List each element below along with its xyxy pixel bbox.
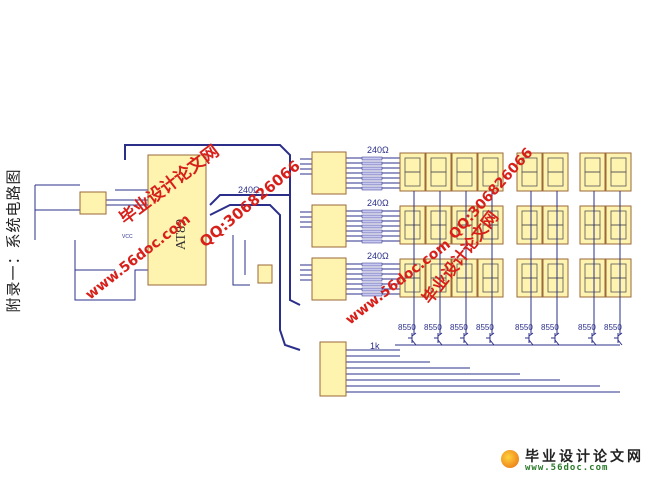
seven-segment-display [425,152,452,192]
mcu-chip [147,154,207,286]
seven-segment-display [542,258,569,298]
logo-text: 毕业设计论文网 [525,449,644,465]
seven-segment-display [399,152,426,192]
resistor-label: 240Ω [238,185,260,195]
resistor-label: 240Ω [367,198,389,208]
transistor-8550: 8550 [515,191,534,346]
base-resistor-label: 1k [370,341,380,351]
transistor-label: 8550 [398,323,416,332]
transistor-8550: 8550 [398,191,417,346]
transistor-label: 8550 [450,323,468,332]
resistor [361,171,383,176]
resistor [361,224,383,229]
seven-segment-display [399,205,426,245]
mcu-label: AT89 [174,219,189,250]
transistor-label: 8550 [424,323,442,332]
transistor-8550: 8550 [476,191,495,346]
resistor [361,219,383,224]
logo-url: www.56doc.com [525,463,609,473]
seven-segment-display [516,205,543,245]
transistor-8550: 8550 [450,191,469,346]
transistor-8550: 8550 [541,191,560,346]
resistor [361,292,383,297]
resistor [361,181,383,186]
resistor [361,234,383,239]
seven-segment-display [516,152,543,192]
logo-icon [501,450,519,468]
seven-segment-display [605,205,632,245]
resistor [361,272,383,277]
resistor [361,214,383,219]
resistor-label: 240Ω [367,145,389,155]
resistor [361,156,383,161]
seven-segment-display [477,152,504,192]
seven-segment-display [451,205,478,245]
seven-segment-display [516,258,543,298]
sensor-chip [257,264,273,284]
rtc-chip [79,191,107,215]
seven-segment-display [579,152,606,192]
transistor-8550: 8550 [424,191,443,346]
resistor [361,287,383,292]
seven-segment-display [579,258,606,298]
resistor [361,209,383,214]
transistor-8550: 8550 [604,191,623,346]
transistor-label: 8550 [578,323,596,332]
seven-segment-display [477,258,504,298]
resistor [361,282,383,287]
transistor-label: 8550 [604,323,622,332]
seven-segment-display [451,258,478,298]
seven-segment-display [542,152,569,192]
resistor [361,186,383,191]
seven-segment-display [605,152,632,192]
transistor-label: 8550 [476,323,494,332]
seven-segment-display [451,152,478,192]
site-logo: 毕业设计论文网 www.56doc.com [495,446,645,476]
transistor-8550: 8550 [578,191,597,346]
decoder-chip [311,257,347,301]
resistor [361,166,383,171]
seven-segment-display [425,258,452,298]
resistor [361,267,383,272]
seven-segment-display [542,205,569,245]
seven-segment-display [477,205,504,245]
resistor-label: 240Ω [367,251,389,261]
transistor-label: 8550 [515,323,533,332]
seven-segment-display [399,258,426,298]
resistor [361,229,383,234]
bit-decoder-chip [319,341,347,397]
resistor [361,161,383,166]
seven-segment-display [605,258,632,298]
resistor [361,239,383,244]
seven-segment-display [425,205,452,245]
seven-segment-display [579,205,606,245]
decoder-chip [311,204,347,248]
decoder-chip [311,151,347,195]
resistor [361,277,383,282]
resistor [361,176,383,181]
resistor [361,262,383,267]
transistor-label: 8550 [541,323,559,332]
vcc-label: VCC [122,234,133,240]
